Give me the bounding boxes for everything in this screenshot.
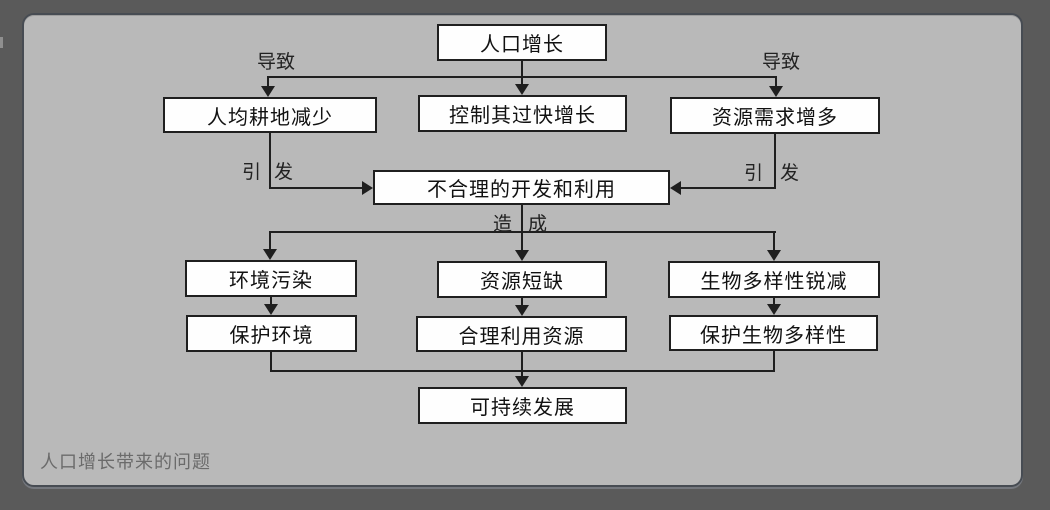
arrowhead-to-biodiversity xyxy=(767,250,781,261)
connector-population-down-line xyxy=(521,61,523,86)
arrowhead-to-protect-environment xyxy=(264,304,278,315)
arrowhead-to-control-growth xyxy=(515,84,529,95)
edge-label-trigger-left-fa: 发 xyxy=(274,162,294,183)
connector-cause-branch-line xyxy=(269,231,776,233)
arrowhead-to-sustainable xyxy=(515,376,529,387)
node-sustainable-development: 可持续发展 xyxy=(418,387,627,424)
connector-demand-left-line xyxy=(681,187,776,189)
connector-pollution-down xyxy=(270,297,272,305)
node-rational-resource-use: 合理利用资源 xyxy=(416,316,627,352)
edge-label-trigger-right-fa: 发 xyxy=(780,163,800,184)
connector-arable-down-line xyxy=(269,133,271,189)
node-resource-demand-increase: 资源需求增多 xyxy=(670,97,880,134)
edge-label-trigger-left-yin: 引 xyxy=(242,162,262,183)
edge-label-cause-zao: 造 xyxy=(493,214,513,235)
node-biodiversity-decline: 生物多样性锐减 xyxy=(668,261,880,298)
arrowhead-left-into-unreasonable xyxy=(362,181,373,195)
node-unreasonable-development: 不合理的开发和利用 xyxy=(373,170,670,205)
arrowhead-right-into-unreasonable xyxy=(670,181,681,195)
connector-cause-right-drop xyxy=(773,232,775,251)
connector-arable-right-line xyxy=(269,187,364,189)
node-resource-shortage: 资源短缺 xyxy=(437,261,607,298)
node-environmental-pollution: 环境污染 xyxy=(185,260,357,297)
edge-label-trigger-right-yin: 引 xyxy=(744,163,764,184)
connector-cause-left-drop xyxy=(269,232,271,250)
connector-protect-env-down xyxy=(270,352,272,372)
edge-label-lead-right: 导致 xyxy=(762,52,801,73)
node-population-growth: 人口增长 xyxy=(437,24,607,61)
arrowhead-to-pollution xyxy=(263,249,277,260)
connector-top-branch-line xyxy=(267,76,777,78)
node-control-rapid-growth: 控制其过快增长 xyxy=(418,95,627,132)
node-protect-environment: 保护环境 xyxy=(186,315,357,352)
node-arable-land-decrease: 人均耕地减少 xyxy=(163,97,377,133)
connector-shortage-down xyxy=(521,298,523,306)
node-protect-biodiversity: 保护生物多样性 xyxy=(669,315,878,351)
connector-biodiversity-down xyxy=(773,298,775,305)
arrowhead-to-arable-land xyxy=(261,86,275,97)
window-edge-highlight xyxy=(0,37,3,48)
connector-rational-use-down xyxy=(521,352,523,377)
connector-demand-down-line xyxy=(774,134,776,189)
arrowhead-to-resource-shortage xyxy=(515,250,529,261)
arrowhead-to-protect-biodiversity xyxy=(767,304,781,315)
connector-left-branch-drop xyxy=(267,77,269,87)
edge-label-cause-cheng: 成 xyxy=(528,214,548,235)
diagram-caption: 人口增长带来的问题 xyxy=(40,452,211,472)
edge-label-lead-left: 导致 xyxy=(257,52,296,73)
connector-right-branch-drop xyxy=(775,77,777,87)
arrowhead-to-rational-use xyxy=(515,305,529,316)
connector-protect-bio-down xyxy=(773,351,775,372)
arrowhead-to-resource-demand xyxy=(769,86,783,97)
connector-cause-down-line xyxy=(521,205,523,251)
